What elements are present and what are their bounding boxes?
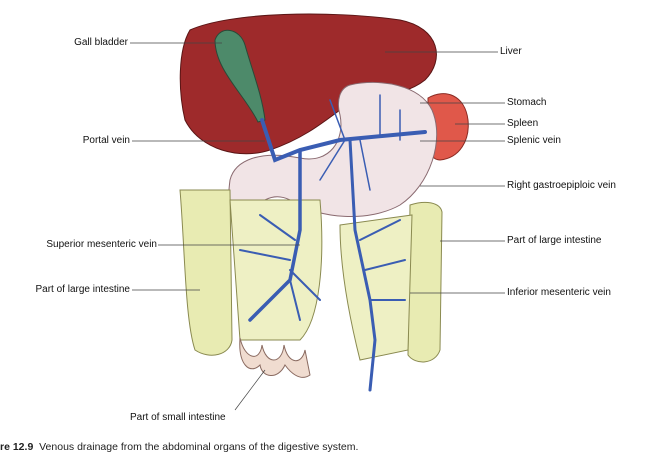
caption-text: Venous drainage from the abdominal organ… [39, 441, 359, 453]
label-part-large-intestine-right: Part of large intestine [507, 235, 602, 246]
veins [239, 94, 427, 392]
label-stomach: Stomach [507, 97, 547, 108]
figure-caption: re 12.9 Venous drainage from the abdomin… [0, 441, 358, 453]
label-inferior-mesenteric-vein: Inferior mesenteric vein [507, 287, 611, 298]
label-gall-bladder: Gall bladder [74, 37, 128, 48]
label-portal-vein: Portal vein [82, 135, 130, 146]
label-part-large-intestine-left: Part of large intestine [35, 284, 131, 295]
label-spleen: Spleen [507, 118, 539, 129]
mesentery-left [229, 199, 323, 341]
label-liver: Liver [500, 46, 522, 57]
large-intestine-left [179, 189, 233, 356]
gall-bladder [214, 30, 266, 123]
label-superior-mesenteric-vein: Superior mesenteric vein [46, 239, 157, 250]
figure-number: re 12.9 [0, 441, 34, 453]
leader-lines [130, 42, 505, 411]
label-splenic-vein: Splenic vein [507, 135, 561, 146]
label-part-small-intestine: Part of small intestine [130, 412, 226, 423]
mesentery-right [339, 214, 413, 361]
small-intestine [239, 337, 311, 378]
large-intestine-right [407, 201, 443, 363]
label-right-gastroepiploic-vein: Right gastroepiploic vein [507, 180, 616, 191]
